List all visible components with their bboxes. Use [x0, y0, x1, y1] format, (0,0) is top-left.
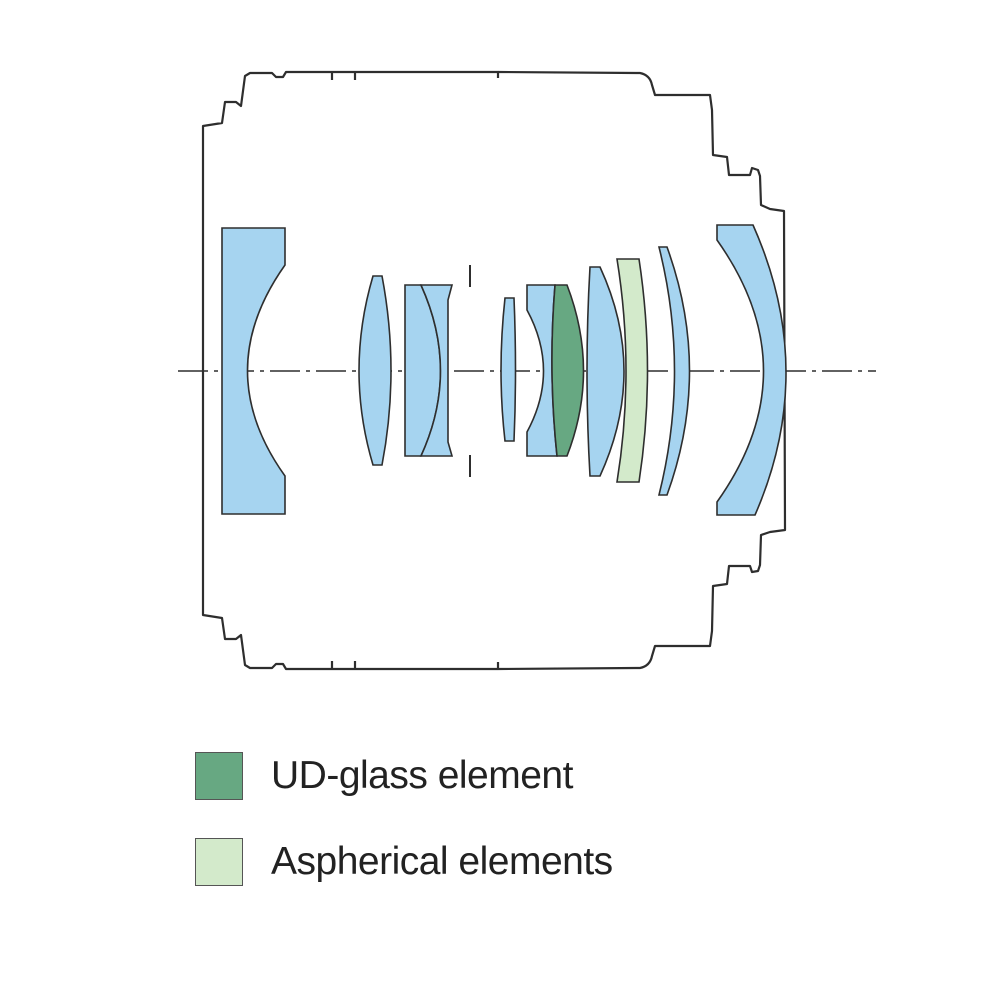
aspherical-swatch: [195, 838, 243, 886]
legend-label: UD-glass element: [271, 754, 573, 797]
lens-element-1: [221, 227, 286, 515]
ud-glass-element: [551, 284, 585, 457]
lens-element-4: [419, 284, 454, 457]
ud-glass-swatch: [195, 752, 243, 800]
lens-element-2: [358, 275, 392, 466]
lens-element-10: [657, 246, 691, 496]
legend-label: Aspherical elements: [271, 840, 613, 883]
lens-element-8: [586, 266, 625, 477]
legend-item-ud-glass: UD-glass element: [195, 752, 573, 800]
lens-element-11: [716, 224, 787, 516]
aspherical-element: [616, 258, 649, 483]
legend-item-aspherical: Aspherical elements: [195, 838, 613, 886]
lens-element-5: [500, 297, 517, 442]
